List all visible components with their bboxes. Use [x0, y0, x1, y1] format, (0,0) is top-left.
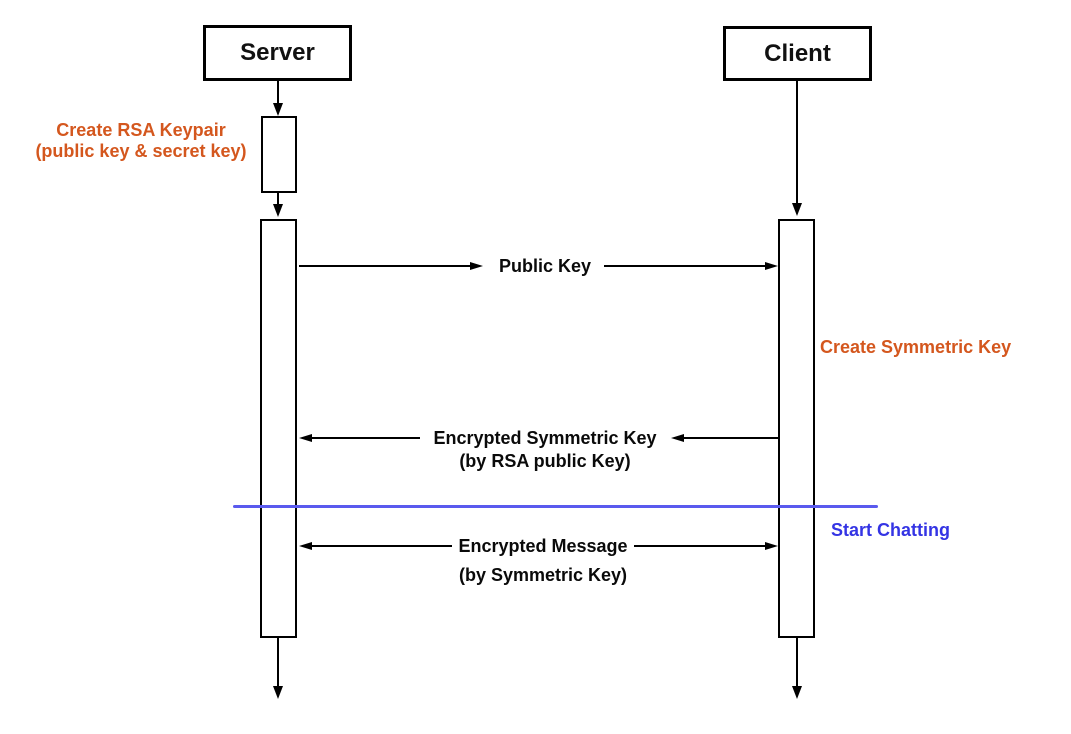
client-activation-bar [778, 219, 815, 638]
arrowhead-right-icon [765, 262, 778, 270]
server-init-activation [261, 116, 297, 193]
client-lifeline-segment [796, 81, 798, 205]
arrow-line [312, 437, 420, 439]
arrow-line [634, 545, 765, 547]
server-actor-label: Server [240, 39, 315, 66]
message-note-by-rsa-public-key: (by RSA public Key) [459, 451, 631, 471]
annotation-start-chatting: Start Chatting [831, 520, 950, 540]
server-lifeline-segment [277, 193, 279, 206]
arrow-line [299, 265, 471, 267]
arrow-line [604, 265, 766, 267]
message-label-public-key: Public Key [498, 256, 592, 276]
arrowhead-left-icon [299, 542, 312, 550]
annotation-create-rsa-keypair: Create RSA Keypair (public key & secret … [10, 120, 272, 162]
arrow-line [684, 437, 778, 439]
client-actor-label: Client [764, 39, 831, 67]
server-lifeline-tail [277, 638, 279, 688]
client-lifeline-tail [796, 638, 798, 688]
annotation-create-rsa-line2: (public key & secret key) [35, 141, 247, 161]
server-actor-box: Server [203, 25, 352, 81]
server-activation-bar [260, 219, 297, 638]
message-label-encrypted-message: Encrypted Message [458, 536, 628, 556]
arrowhead-left-icon [299, 434, 312, 442]
arrowhead-down-icon [792, 686, 802, 699]
server-lifeline-segment [277, 81, 279, 106]
arrowhead-right-icon [765, 542, 778, 550]
arrowhead-left-icon [671, 434, 684, 442]
start-chatting-divider-line [233, 505, 878, 508]
arrowhead-down-icon [273, 103, 283, 116]
message-note-by-symmetric-key: (by Symmetric Key) [458, 565, 628, 585]
arrowhead-down-icon [792, 203, 802, 216]
annotation-create-rsa-line1: Create RSA Keypair [56, 120, 226, 140]
annotation-create-symmetric-key: Create Symmetric Key [820, 337, 1012, 357]
client-actor-box: Client [723, 26, 872, 81]
arrowhead-down-icon [273, 686, 283, 699]
arrowhead-down-icon [273, 204, 283, 217]
arrow-line [312, 545, 452, 547]
message-label-encrypted-symmetric-key: Encrypted Symmetric Key [433, 428, 657, 448]
arrowhead-right-icon [470, 262, 483, 270]
